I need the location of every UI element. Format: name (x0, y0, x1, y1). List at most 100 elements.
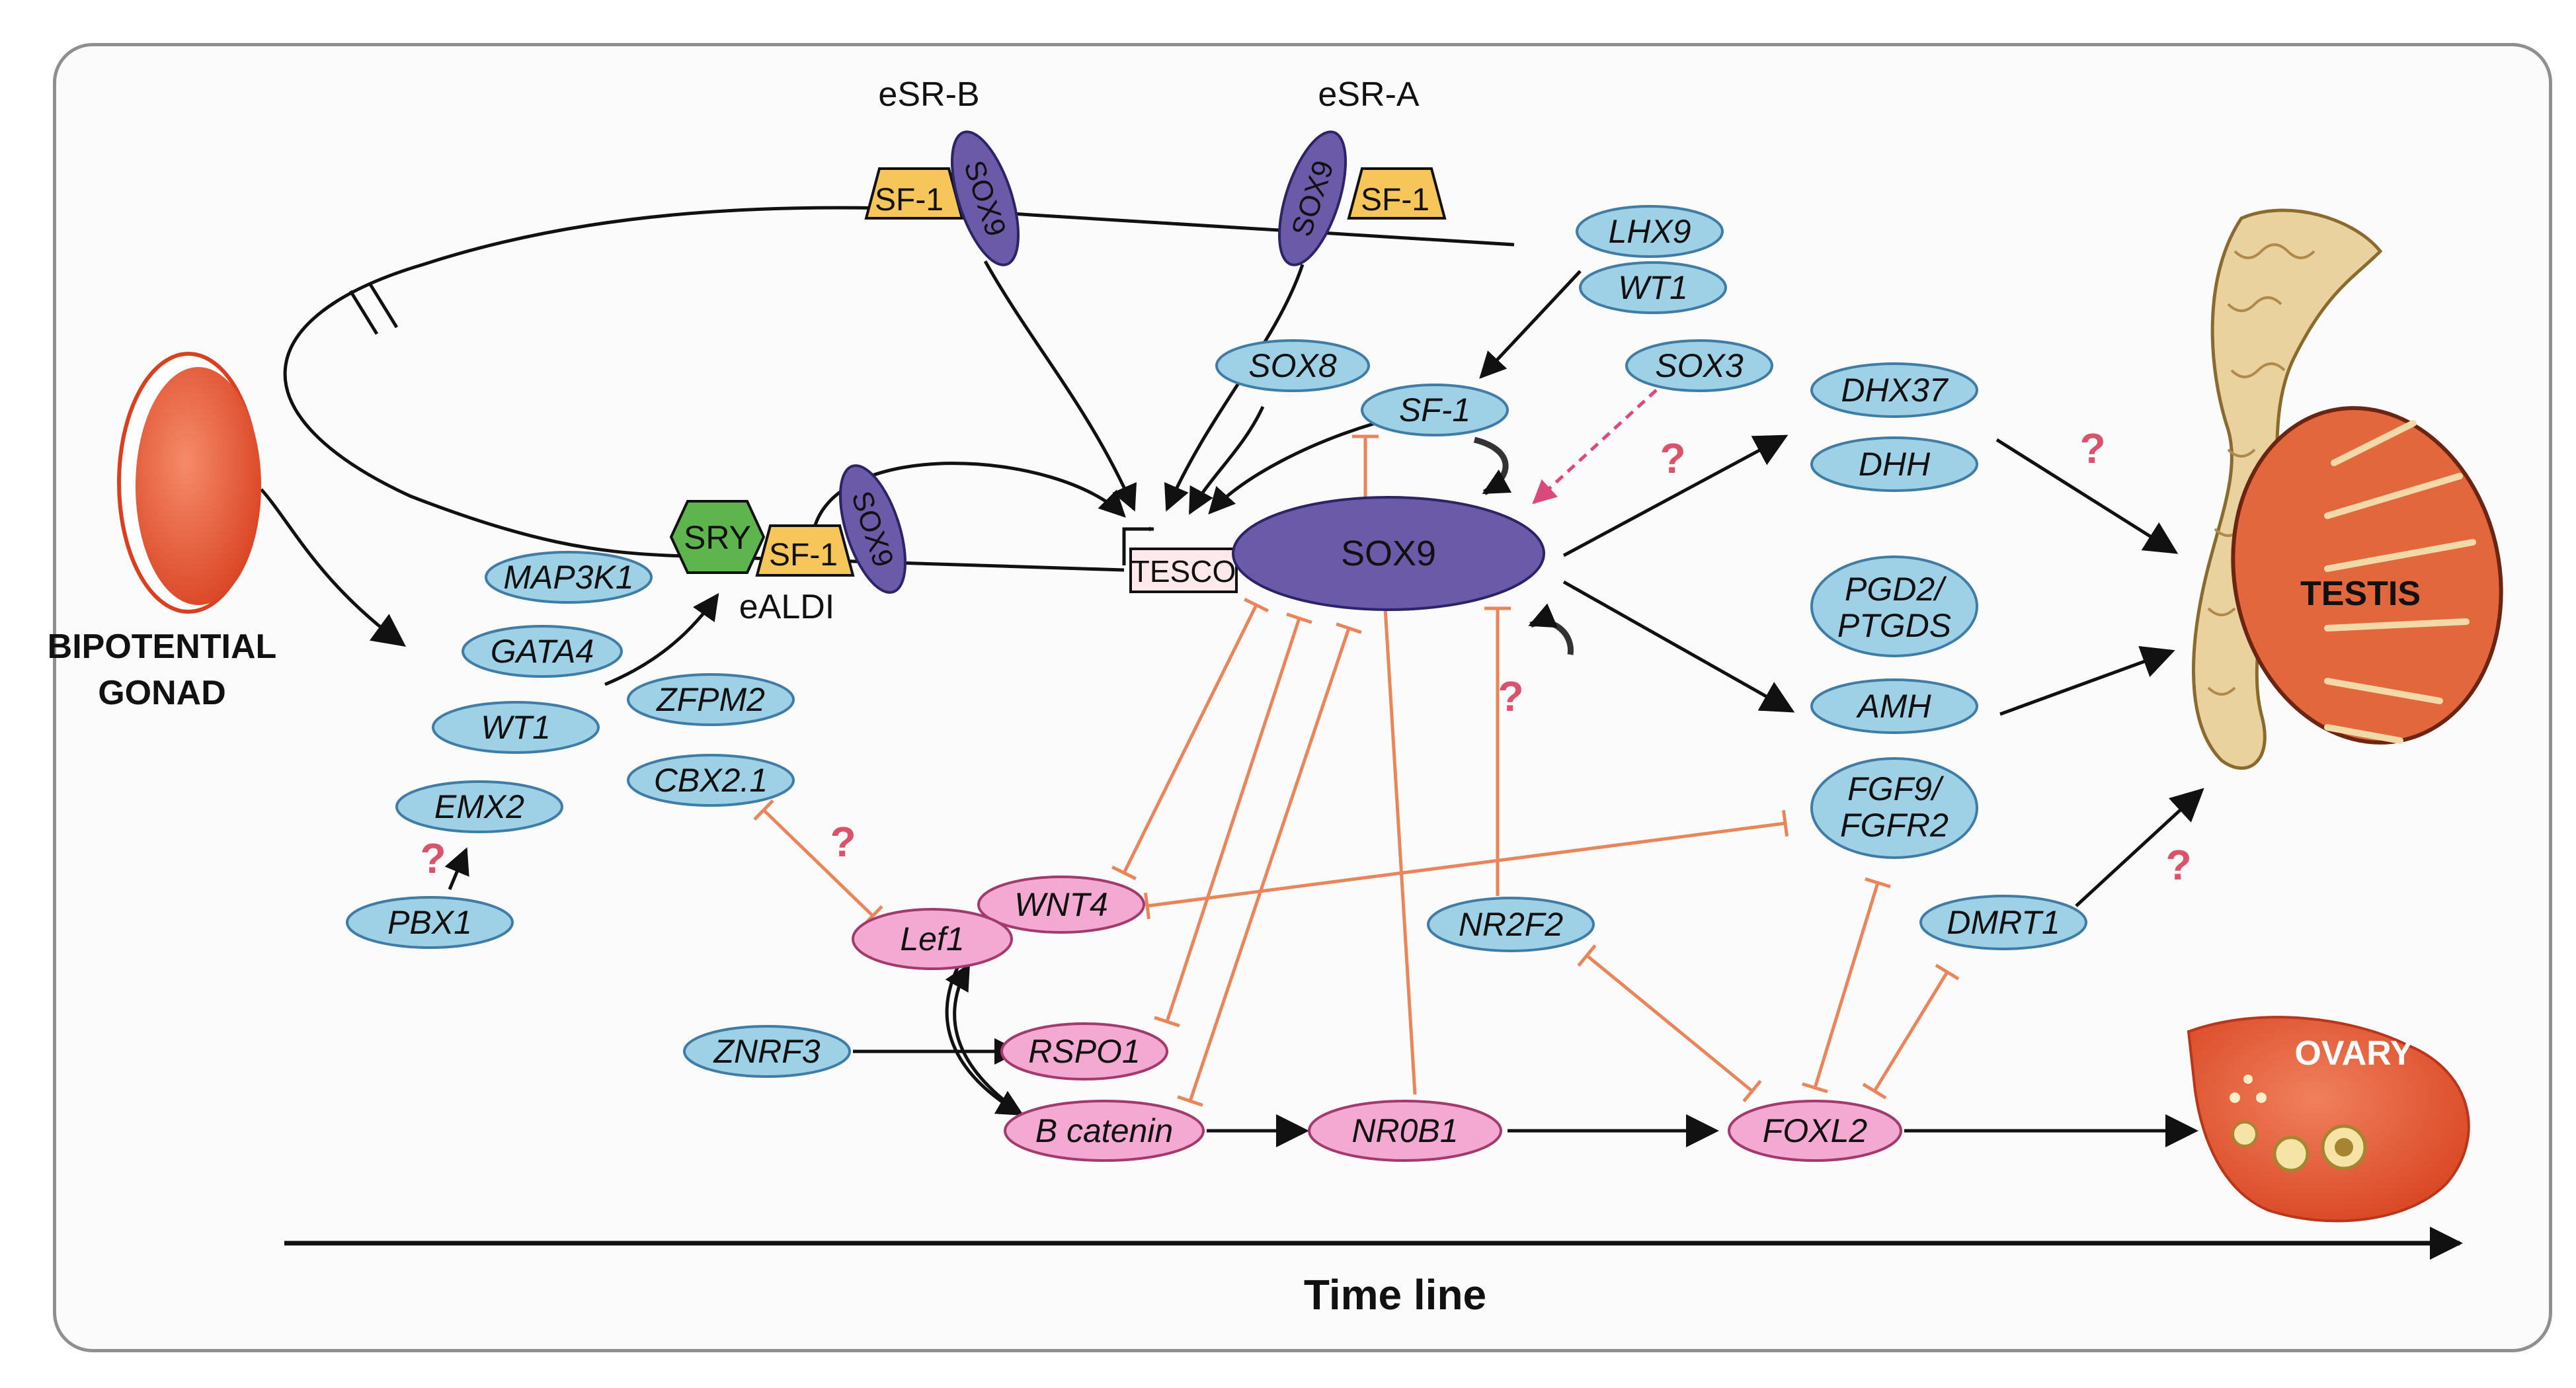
gene-znrf3-label: ZNRF3 (713, 1033, 820, 1070)
gene-sf1-label: SF-1 (1399, 391, 1470, 429)
gene-sox8-label: SOX8 (1248, 347, 1337, 384)
gene-zfpm2: ZFPM2 (627, 673, 795, 726)
gene-sox3-label: SOX3 (1655, 347, 1744, 384)
gene-gata4: GATA4 (462, 625, 623, 678)
gene-dhx37-label: DHX37 (1841, 372, 1949, 409)
gene-dmrt1: DMRT1 (1919, 895, 2087, 950)
sox3-to-sox9-arrow (1532, 389, 1658, 505)
timeline-label: Time line (1304, 1271, 1486, 1319)
sf1-label-ealdi: SF-1 (769, 538, 838, 573)
tesco-label: TESCO (1131, 554, 1236, 589)
gene-foxl2: FOXL2 (1728, 1100, 1902, 1162)
gene-wnt4: WNT4 (977, 876, 1145, 934)
gene-emx2-label: EMX2 (434, 788, 524, 825)
dna-strand (283, 206, 1515, 572)
sry-label: SRY (684, 519, 751, 556)
sf1-box-esr-b (864, 167, 964, 220)
question-mark-dmrt1: ? (2165, 841, 2191, 889)
gene-dhx37: DHX37 (1810, 362, 1978, 418)
testis-label: TESTIS (2300, 575, 2421, 613)
dna-break-mark (348, 283, 399, 335)
gene-cbx2-label: CBX2.1 (654, 762, 768, 799)
gene-rspo1-label: RSPO1 (1028, 1033, 1141, 1070)
gene-amh-label: AMH (1855, 688, 1931, 725)
sox9-oval-esr-b (950, 130, 1020, 266)
ealdi-enhancer: SRY SF-1 SOX9 eALDI (669, 464, 907, 626)
tesco-promoter-arrow (1122, 526, 1154, 565)
gene-pgd2-label-line1: PGD2/ (1845, 571, 1947, 608)
ealdi-label: eALDI (739, 588, 835, 626)
testis-lobules (2324, 420, 2476, 744)
bipotential-label-line1: BIPOTENTIAL (48, 628, 277, 666)
sox9-oval-ealdi (838, 464, 907, 594)
sry-hexagon (669, 500, 766, 574)
sf1-box-esr-a (1347, 167, 1447, 220)
inhibition-lines (753, 434, 1960, 1107)
pink-gene-nodes: WNT4 Lef1 RSPO1 B catenin NR0B1 FOXL2 (852, 876, 1902, 1162)
gene-pbx1: PBX1 (346, 896, 514, 949)
blue-gene-nodes: MAP3K1 GATA4 WT1 EMX2 PBX1 ZFPM2 CBX2.1 (346, 205, 2087, 1078)
gene-amh: AMH (1810, 678, 1978, 734)
gene-map3k1-label: MAP3K1 (503, 559, 633, 596)
gene-wt1-top-label: WT1 (1618, 269, 1688, 306)
gene-wt1-left: WT1 (432, 701, 600, 754)
tesco-box (1129, 548, 1238, 593)
sox9-central-node (1232, 496, 1545, 611)
sox9-oval-esr-a (1277, 130, 1348, 266)
question-marks: ? ? ? ? ? ? (420, 425, 2191, 889)
question-mark-dhx37: ? (1660, 434, 1685, 482)
gene-znrf3: ZNRF3 (683, 1025, 851, 1078)
gene-wt1-left-label: WT1 (481, 709, 551, 746)
gene-fgf9-label-line2: FGFR2 (1840, 807, 1949, 844)
gonad-body (136, 367, 261, 605)
gene-gata4-label: GATA4 (491, 633, 594, 670)
sox9-central-label: SOX9 (1341, 534, 1436, 573)
gene-fgf9-fgfr2: FGF9/ FGFR2 (1810, 757, 1978, 859)
gene-fgf9-label-line1: FGF9/ (1847, 770, 1945, 807)
gene-cbx2: CBX2.1 (627, 754, 795, 807)
bipotential-gonad: BIPOTENTIAL GONAD (48, 352, 277, 712)
gene-sox8: SOX8 (1215, 339, 1370, 392)
esr-b-label: eSR-B (878, 75, 979, 114)
gene-nr0b1: NR0B1 (1308, 1100, 1502, 1162)
gene-bcatenin: B catenin (1004, 1100, 1205, 1162)
gene-lef1-label: Lef1 (900, 920, 964, 958)
gene-pbx1-label: PBX1 (387, 904, 472, 941)
activation-arrows (260, 260, 2463, 1260)
gene-dmrt1-label: DMRT1 (1947, 904, 2060, 941)
ovary-label: OVARY (2294, 1034, 2413, 1073)
bipotential-label-line2: GONAD (98, 674, 226, 712)
gene-lhx9: LHX9 (1576, 205, 1724, 258)
sf1-label-esr-a: SF-1 (1361, 183, 1429, 218)
gene-wt1-top: WT1 (1579, 261, 1727, 314)
question-mark-nr2f2: ? (1498, 673, 1523, 720)
ovary-follicles (2230, 1075, 2367, 1172)
gene-lhx9-label: LHX9 (1608, 213, 1691, 250)
esr-b-enhancer: SF-1 SOX9 eSR-B (864, 75, 1020, 266)
gene-nr2f2: NR2F2 (1427, 897, 1595, 952)
gene-wnt4-label: WNT4 (1014, 886, 1108, 923)
gene-pgd2-label-line2: PTGDS (1837, 607, 1951, 644)
question-mark-cbx2: ? (830, 818, 856, 866)
gene-dhh: DHH (1810, 436, 1978, 492)
sox9-autoregulation-arrows (1473, 436, 1574, 655)
gene-zfpm2-label: ZFPM2 (656, 681, 765, 718)
question-mark-pbx1: ? (420, 835, 446, 882)
gene-foxl2-label: FOXL2 (1763, 1112, 1868, 1149)
sf1-box-ealdi (755, 524, 855, 577)
gene-emx2: EMX2 (395, 780, 563, 833)
gene-sf1: SF-1 (1361, 384, 1509, 436)
gene-rspo1: RSPO1 (1000, 1022, 1168, 1081)
gene-lef1: Lef1 (852, 908, 1013, 970)
testis-illustration: TESTIS (2192, 208, 2503, 770)
esr-a-label: eSR-A (1318, 75, 1419, 114)
gene-bcatenin-label: B catenin (1035, 1112, 1173, 1149)
esr-a-enhancer: SF-1 SOX9 eSR-A (1277, 75, 1447, 266)
gene-map3k1: MAP3K1 (485, 551, 653, 604)
gene-nr2f2-label: NR2F2 (1459, 906, 1564, 943)
gene-pgd2-ptgds: PGD2/ PTGDS (1810, 555, 1978, 657)
tesco-element: TESCO (1122, 526, 1238, 593)
ovary-illustration: OVARY (2187, 1016, 2470, 1223)
sf1-label-esr-b: SF-1 (875, 183, 944, 218)
